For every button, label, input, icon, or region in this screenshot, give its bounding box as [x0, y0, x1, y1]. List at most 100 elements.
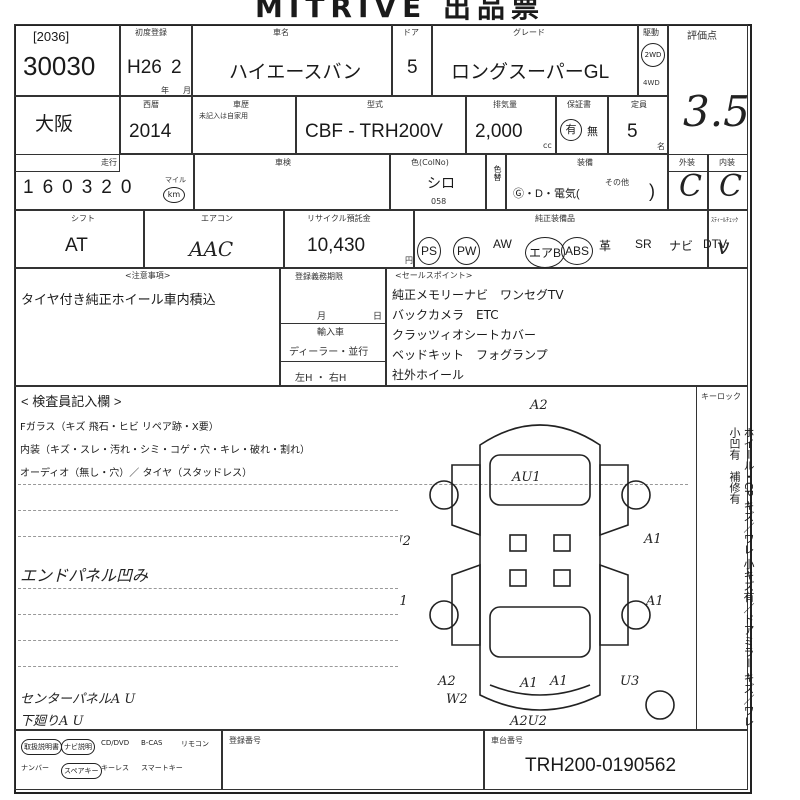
reg-number-box: 登録番号 — [222, 730, 484, 790]
inspection-label: < 検査員記入欄 > — [21, 394, 122, 409]
color-label: 色(ColNo) — [411, 158, 449, 167]
selling-label: <セールスポイント> — [395, 271, 473, 280]
warranty-label: 保証書 — [567, 100, 591, 109]
dash-line-1 — [18, 484, 688, 485]
history-note: 未記入は自家用 — [199, 112, 248, 120]
footer-chip: 取扱説明書 — [21, 739, 62, 755]
model-name: ハイエースバン — [229, 62, 362, 83]
option-1: PS — [417, 237, 442, 265]
exterior-box: 外装 C — [668, 154, 708, 210]
reg-month: 月 — [317, 312, 327, 322]
doors-box: ドア 5 — [392, 24, 432, 96]
equipment: Ⓖ・D・電気( — [513, 188, 580, 200]
model-code-label: 型式 — [367, 100, 383, 109]
color-box: 色(ColNo) シロ 058 — [390, 154, 486, 210]
side-vertical-text: ホイール・CP キズ／ワレ 小キズ有／ドアミラー キズ／ワレ 小凹有 補修有 — [728, 427, 755, 727]
equipment-box: 装備 Ⓖ・D・電気( その他 ) — [506, 154, 668, 210]
chassis-number: TRH200-0190562 — [525, 755, 677, 776]
right-rear-wheel — [621, 600, 651, 630]
recycle: 10,430 — [307, 235, 366, 256]
right-front-seat — [553, 534, 571, 552]
option-8: ナビ — [669, 239, 694, 253]
footer-chip: スペアキー — [61, 763, 102, 779]
mileage: 160320 — [23, 177, 141, 198]
interior-grade: C — [719, 169, 742, 204]
shift-box: シフト AT — [14, 210, 144, 268]
left-front-door — [451, 464, 481, 537]
sheet-frame — [14, 24, 752, 794]
model-code: CBF - TRH200V — [305, 121, 443, 142]
dash-line-7 — [18, 666, 398, 667]
footer-chip: ナビ説明 — [61, 739, 95, 755]
equipment-other: その他 — [605, 178, 629, 187]
mileage-box: 走行 160320 マイル km — [14, 154, 194, 210]
inspection-glass: Fガラス（キズ 飛石・ヒビ リペア跡・X要） — [20, 422, 219, 433]
caution-box: <注意事項> タイヤ付き純正ホイール車内積込 — [14, 268, 280, 386]
left-rear-wheel — [429, 600, 459, 630]
vehicle-body-outline — [479, 424, 601, 711]
option-9: DTV — [703, 237, 727, 251]
option-2: PW — [453, 237, 481, 265]
rear-glass — [489, 606, 591, 658]
location-box: 大阪 — [14, 96, 120, 172]
registration-label: 登録義務期限 — [295, 272, 343, 281]
option-7: SR — [635, 237, 652, 251]
mark-rear-left: A2 — [437, 674, 456, 689]
shift: AT — [65, 235, 88, 256]
caution-label: <注意事項> — [125, 271, 171, 280]
shaken-label: 車検 — [275, 158, 291, 167]
inspection-audio: オーディオ（無し・穴）／ タイヤ（スタッドレス） — [20, 468, 253, 479]
footer-chip: キーレス — [101, 764, 129, 772]
model-name-box: 車名 ハイエースバン — [192, 24, 392, 96]
dash-line-5 — [18, 614, 398, 615]
capacity-label: 定員 — [631, 100, 647, 109]
handle-label: 左H ・ 右H — [295, 373, 347, 384]
model-name-label: 車名 — [273, 28, 289, 37]
lot-prefix: [2036] — [33, 29, 70, 44]
equipment-label: 装備 — [577, 158, 593, 167]
side-label: キーロック — [701, 392, 741, 401]
displacement: 2,000 — [475, 121, 523, 142]
exterior-grade: C — [679, 169, 702, 204]
mark-rear: A1 — [519, 676, 538, 691]
option-3: AW — [493, 237, 512, 251]
selling-point: クラッツィオシートカバー — [392, 328, 537, 342]
first-reg-box: 初度登録 H26 2 年 月 — [120, 24, 192, 96]
dash-line-4 — [18, 588, 398, 589]
selling-point: ベッドキット フォグランプ — [392, 348, 548, 362]
drive-2wd: 2WD — [641, 43, 665, 67]
sheet-title: MITRIVE 出品票 — [255, 0, 545, 24]
capacity-unit: 名 — [657, 142, 665, 151]
paren-close: ) — [649, 181, 655, 201]
doors-label: ドア — [403, 28, 419, 37]
mark-front: A2 — [529, 398, 548, 413]
month-unit: 月 — [183, 86, 191, 95]
color-code: 058 — [431, 197, 447, 206]
year-unit: 年 — [161, 86, 169, 95]
mark-left-rear: A1 — [400, 594, 408, 609]
option-4: エアB — [525, 237, 566, 268]
mileage-label: 走行 — [101, 158, 117, 167]
interior-label: 内装 — [719, 158, 735, 167]
shift-label: シフト — [71, 214, 95, 223]
registration-box: 登録義務期限 月 日 輸入車 ディーラー・並行 左H ・ 右H — [280, 268, 386, 386]
check-box: ｽﾃｨｰﾙﾁｪｯｸ v — [708, 210, 748, 268]
reg-day: 日 — [373, 312, 383, 322]
drive-4wd: 4WD — [643, 79, 660, 87]
western-year-label: 西暦 — [143, 100, 159, 109]
mark-rear-left-2: W2 — [446, 692, 468, 707]
spare-wheel — [645, 690, 675, 720]
caution-text: タイヤ付き純正ホイール車内積込 — [21, 292, 216, 307]
chassis-box: 車台番号 TRH200-0190562 — [484, 730, 748, 790]
western-year-box: 西暦 2014 — [120, 96, 192, 154]
displacement-label: 排気量 — [493, 100, 517, 109]
interior-box: 内装 C — [708, 154, 748, 210]
warranty-box: 保証書 有 無 — [556, 96, 608, 154]
shaken-box: 車検 — [194, 154, 390, 210]
vehicle-diagram: A2 AU1 A2U2 A1 A1 A1 A1 U3 A2 W2 A1 A2U2 — [400, 398, 675, 729]
left-front-wheel — [429, 480, 459, 510]
left-rear-panel — [451, 563, 481, 646]
handwritten-note-3: 下廻りA U — [20, 714, 84, 729]
drive-label: 駆動 — [643, 28, 659, 37]
